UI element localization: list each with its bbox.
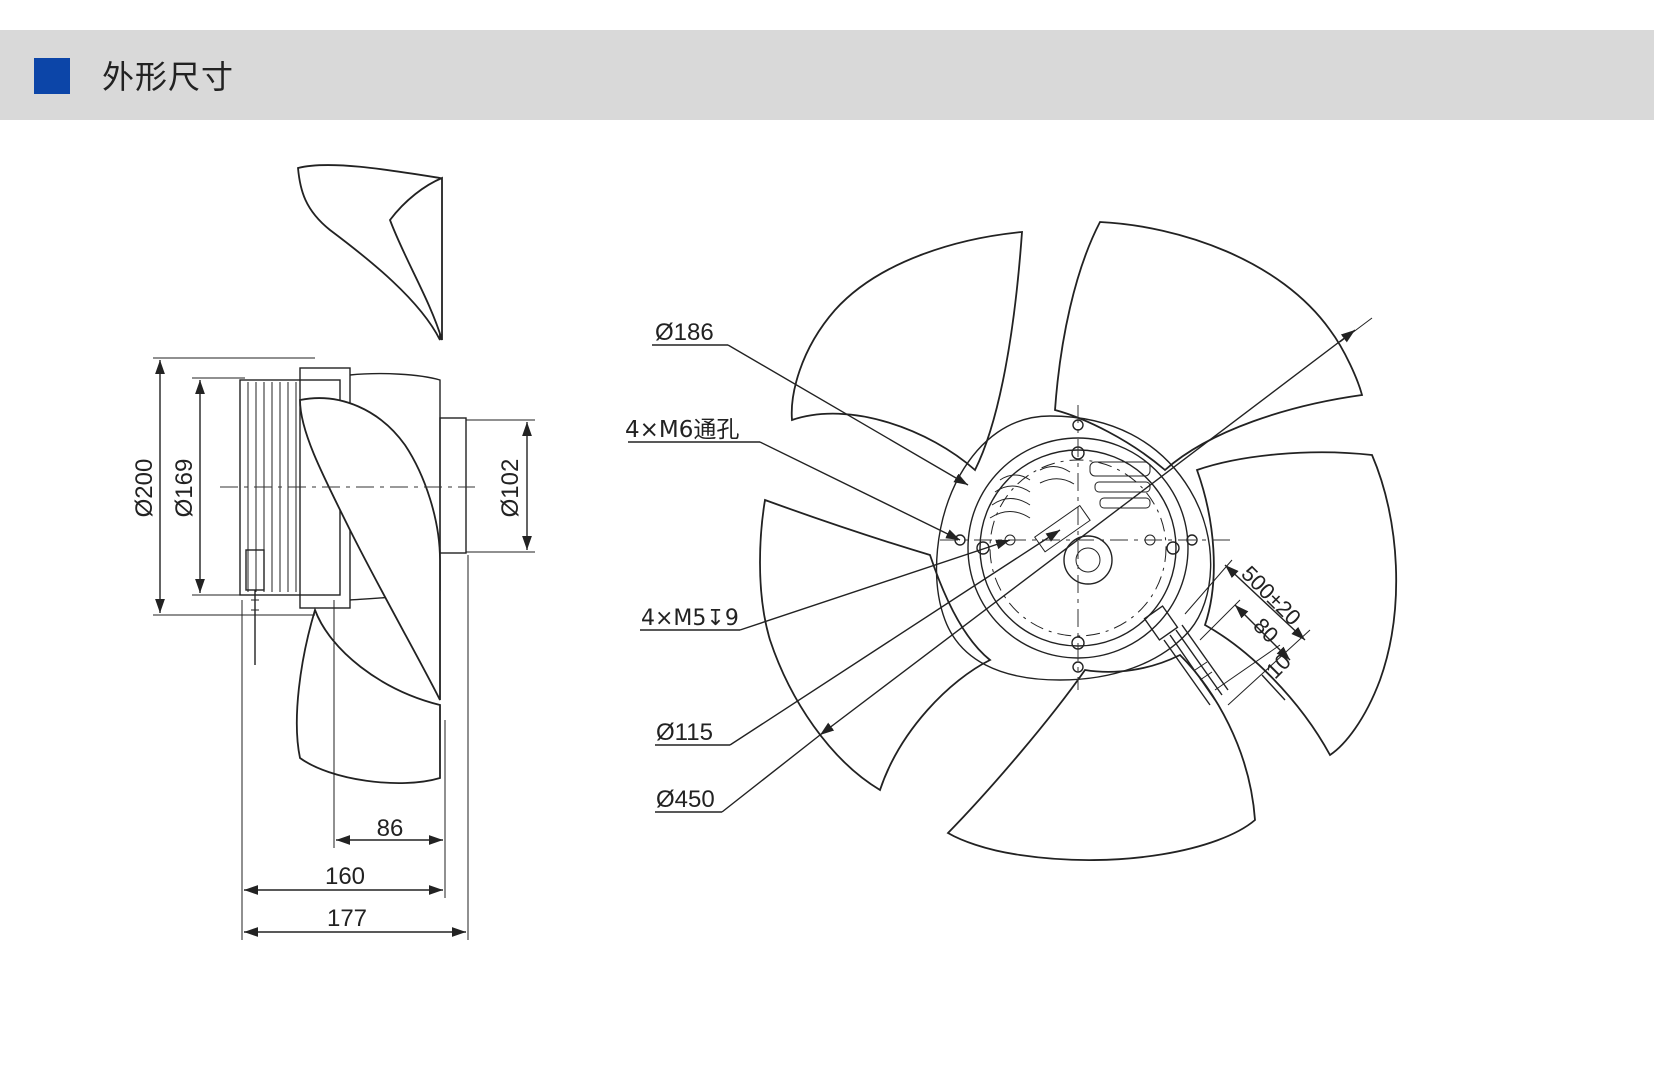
dim-d169: Ø169	[171, 377, 245, 596]
front-blade-left	[759, 498, 992, 792]
section-title: 外形尺寸	[102, 58, 235, 96]
label-d115: Ø115	[656, 719, 713, 746]
dim-d450-tick	[1339, 317, 1373, 343]
front-blade-top-right	[1054, 221, 1364, 472]
dim-d200: Ø200	[131, 357, 315, 616]
leader-m5	[640, 539, 1011, 631]
front-shaft-hub	[1063, 535, 1113, 585]
label-l177: 177	[327, 905, 367, 932]
front-blade-bottom	[946, 653, 1256, 861]
side-blade-lower	[295, 607, 441, 785]
dim-l160: 160	[241, 600, 446, 898]
header-square-icon	[34, 58, 70, 94]
side-blade-upper-back	[388, 176, 443, 341]
dim-d450-line	[819, 329, 1356, 736]
label-m6-holes: 4×M6通孔	[625, 417, 739, 443]
label-d102: Ø102	[497, 459, 524, 518]
front-shaft-center	[1075, 547, 1101, 573]
front-view: 500±20 80 10 Ø186 4×M6通孔	[625, 221, 1398, 861]
label-d200: Ø200	[131, 459, 158, 518]
section-header: 外形尺寸	[0, 30, 1654, 120]
dim-l86: 86	[333, 600, 446, 848]
leader-d115	[655, 529, 1061, 746]
label-d450: Ø450	[656, 786, 715, 813]
side-shaft-boss	[439, 417, 467, 554]
front-heat-sink	[989, 461, 1151, 553]
side-cable-gland	[245, 549, 265, 665]
side-view: Ø200 Ø169 Ø102 86 160	[131, 164, 535, 940]
label-d169: Ø169	[171, 459, 198, 518]
front-blade-top-left	[790, 231, 1023, 472]
label-d186: Ø186	[655, 319, 714, 346]
label-l160: 160	[325, 863, 365, 890]
leader-d186	[652, 344, 969, 486]
dim-l177: 177	[241, 555, 469, 940]
side-hub-cone	[349, 372, 441, 601]
leader-d450	[655, 734, 821, 813]
label-l86: 86	[377, 815, 404, 842]
dim-d102: Ø102	[466, 419, 535, 553]
leader-m6	[628, 441, 961, 541]
label-m5-holes: 4×M5↧9	[641, 606, 739, 631]
